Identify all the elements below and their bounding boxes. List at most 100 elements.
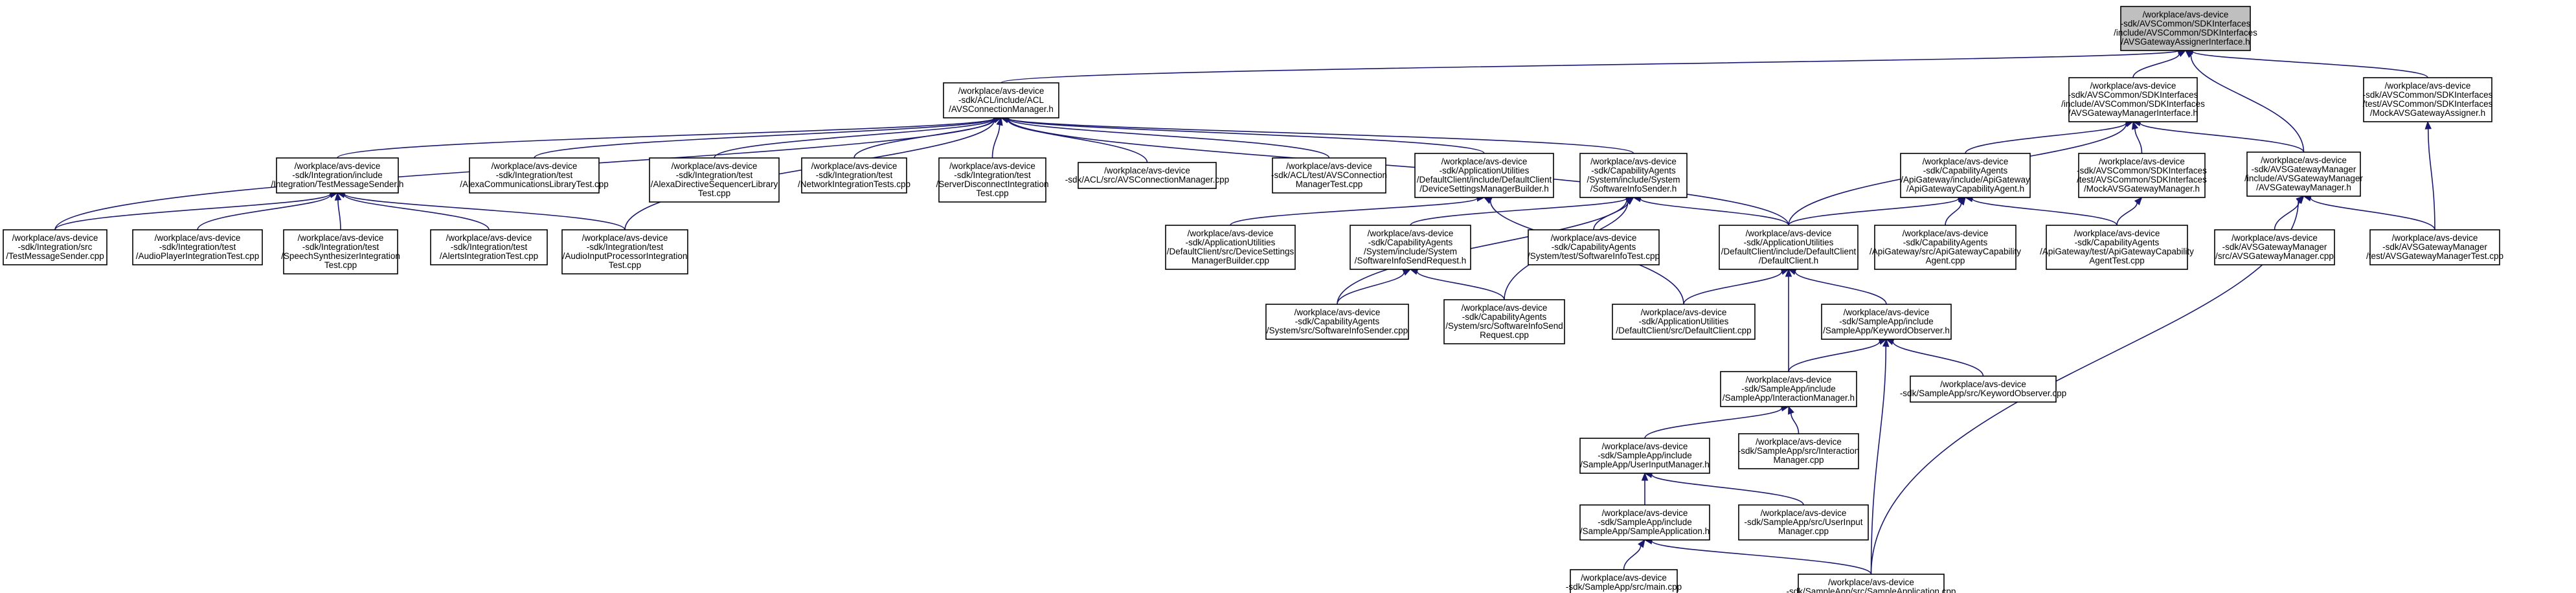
file-node-label-line: /workplace/avs-device [949, 161, 1035, 171]
edge-arrowhead [1641, 472, 1649, 481]
file-node-intmgrcpp[interactable]: /workplace/avs-device-sdk/SampleApp/src/… [1738, 433, 1860, 469]
file-node-swistest[interactable]: /workplace/avs-device-sdk/CapabilityAgen… [1528, 229, 1660, 265]
file-node-mockassigner[interactable]: /workplace/avs-device-sdk/AVSCommon/SDKI… [2363, 77, 2493, 122]
file-node-maincpp[interactable]: /workplace/avs-device-sdk/SampleApp/src/… [1566, 569, 1682, 593]
file-node-box[interactable] [1720, 371, 1857, 407]
edge-line [534, 118, 995, 159]
file-node-dccpp[interactable]: /workplace/avs-device-sdk/ApplicationUti… [1612, 304, 1756, 340]
file-node-tmscpp[interactable]: /workplace/avs-device-sdk/Integration/sr… [3, 229, 107, 265]
file-node-box[interactable] [1443, 299, 1565, 344]
file-node-alexacomm[interactable]: /workplace/avs-device-sdk/Integration/te… [460, 157, 609, 194]
file-node-label-line: /workplace/avs-device [1923, 157, 2009, 166]
file-node-root[interactable]: /workplace/avs-device-sdk/AVSCommon/SDKI… [2114, 6, 2257, 51]
file-node-label-line: /ServerDisconnectIntegration [936, 179, 1048, 189]
file-node-box[interactable] [1579, 153, 1688, 198]
file-node-dch[interactable]: /workplace/avs-device-sdk/ApplicationUti… [1719, 225, 1859, 270]
edges-layer [54, 47, 2435, 575]
file-node-gwmgrcpp[interactable]: /workplace/avs-device-sdk/AVSGatewayMana… [2214, 229, 2335, 265]
file-node-box[interactable] [1528, 229, 1660, 265]
file-node-aipit[interactable]: /workplace/avs-device-sdk/Integration/te… [561, 229, 688, 274]
file-node-apigwcpp[interactable]: /workplace/avs-device-sdk/CapabilityAgen… [1870, 225, 2021, 270]
file-node-sah[interactable]: /workplace/avs-device-sdk/SampleApp/incl… [1579, 504, 1710, 541]
file-node-apit[interactable]: /workplace/avs-device-sdk/Integration/te… [132, 229, 263, 265]
file-node-box[interactable] [283, 229, 398, 274]
file-node-aclcpp[interactable]: /workplace/avs-device-sdk/ACL/src/AVSCon… [1065, 162, 1229, 189]
file-node-netint[interactable]: /workplace/avs-device-sdk/Integration/te… [798, 157, 910, 194]
file-node-box[interactable] [430, 229, 548, 265]
file-node-gwmgrtest[interactable]: /workplace/avs-device-sdk/AVSGatewayMana… [2366, 229, 2503, 265]
file-node-box[interactable] [2078, 153, 2206, 198]
file-node-acl[interactable]: /workplace/avs-device-sdk/ACL/include/AC… [943, 82, 1059, 118]
file-node-acltest[interactable]: /workplace/avs-device-sdk/ACL/test/AVSCo… [1271, 157, 1387, 194]
file-node-ssit[interactable]: /workplace/avs-device-sdk/Integration/te… [281, 229, 400, 274]
file-node-swis[interactable]: /workplace/avs-device-sdk/CapabilityAgen… [1579, 153, 1688, 198]
file-node-box[interactable] [649, 157, 780, 203]
file-node-box[interactable] [1612, 304, 1756, 340]
file-node-alerts[interactable]: /workplace/avs-device-sdk/Integration/te… [430, 229, 548, 265]
file-node-box[interactable] [1078, 162, 1217, 189]
file-node-label-line: /MockAVSGatewayAssigner.h [2370, 108, 2485, 118]
file-node-label-line: Agent.cpp [1926, 256, 1965, 265]
file-node-box[interactable] [1579, 504, 1710, 541]
file-node-box[interactable] [1350, 225, 1471, 270]
file-node-box[interactable] [2369, 229, 2500, 265]
file-node-box[interactable] [1570, 569, 1678, 593]
file-node-label-line: /workplace/avs-device [1761, 508, 1847, 518]
file-node-box[interactable] [1900, 153, 2031, 198]
file-node-dsmbcpp[interactable]: /workplace/avs-device-sdk/ApplicationUti… [1165, 225, 1296, 270]
file-node-box[interactable] [561, 229, 688, 274]
file-node-box[interactable] [1579, 438, 1710, 474]
file-node-kwobs[interactable]: /workplace/avs-device-sdk/SampleApp/incl… [1821, 304, 1952, 340]
file-node-box[interactable] [1910, 375, 2057, 403]
file-node-box[interactable] [2214, 229, 2335, 265]
file-node-box[interactable] [2120, 6, 2251, 51]
file-node-box[interactable] [1798, 574, 1945, 593]
file-node-box[interactable] [3, 229, 107, 265]
file-node-swisreqcpp[interactable]: /workplace/avs-device-sdk/CapabilityAgen… [1443, 299, 1565, 344]
file-node-mockgwmgr[interactable]: /workplace/avs-device-sdk/AVSCommon/SDKI… [2077, 153, 2207, 198]
file-node-box[interactable] [2068, 77, 2198, 122]
file-node-kwobscpp[interactable]: /workplace/avs-device-sdk/SampleApp/src/… [1900, 375, 2066, 403]
file-node-box[interactable] [1165, 225, 1296, 270]
file-node-box[interactable] [2046, 225, 2188, 270]
file-node-box[interactable] [469, 157, 600, 194]
file-node-swiscpp[interactable]: /workplace/avs-device-sdk/CapabilityAgen… [1265, 304, 1409, 340]
file-node-apigw[interactable]: /workplace/avs-device-sdk/CapabilityAgen… [1900, 153, 2031, 198]
file-node-label-line: /ApiGateway/src/ApiGatewayCapability [1870, 247, 2021, 256]
file-node-tms[interactable]: /workplace/avs-device-sdk/Integration/in… [271, 157, 404, 194]
file-node-apigwtest[interactable]: /workplace/avs-device-sdk/CapabilityAgen… [2040, 225, 2194, 270]
file-node-uimh[interactable]: /workplace/avs-device-sdk/SampleApp/incl… [1579, 438, 1710, 474]
file-node-box[interactable] [276, 157, 399, 194]
file-node-gwmgr[interactable]: /workplace/avs-device-sdk/AVSGatewayMana… [2244, 151, 2363, 197]
edge-line [2192, 50, 2428, 78]
file-node-label-line: /ApiGatewayCapabilityAgent.h [1906, 184, 2024, 194]
file-node-gwmgrif[interactable]: /workplace/avs-device-sdk/AVSCommon/SDKI… [2061, 77, 2205, 122]
file-node-label-line: -sdk/SampleApp/src/SampleApplication.cpp [1787, 587, 1956, 593]
file-node-label-line: /workplace/avs-device [1368, 229, 1454, 238]
file-node-box[interactable] [1821, 304, 1952, 340]
file-node-box[interactable] [943, 82, 1059, 118]
file-node-label-line: /workplace/avs-device [811, 161, 898, 171]
file-node-box[interactable] [2246, 151, 2361, 197]
file-node-label-line: -sdk/AVSCommon/SDKInterfaces [2121, 19, 2251, 28]
file-node-box[interactable] [1874, 225, 2017, 270]
file-node-srvdisc[interactable]: /workplace/avs-device-sdk/Integration/te… [936, 157, 1049, 203]
file-node-box[interactable] [1719, 225, 1859, 270]
file-node-box[interactable] [1738, 433, 1859, 469]
file-node-dcsmb[interactable]: /workplace/avs-device-sdk/ApplicationUti… [1414, 153, 1554, 198]
file-node-box[interactable] [1272, 157, 1386, 194]
file-node-intmgr[interactable]: /workplace/avs-device-sdk/SampleApp/incl… [1720, 371, 1857, 407]
file-node-box[interactable] [1265, 304, 1409, 340]
edge-line [2140, 122, 2305, 153]
file-node-box[interactable] [801, 157, 907, 194]
file-node-box[interactable] [938, 157, 1046, 203]
file-node-box[interactable] [132, 229, 263, 265]
file-node-box[interactable] [1738, 504, 1869, 541]
file-node-adsl[interactable]: /workplace/avs-device-sdk/Integration/te… [649, 157, 780, 203]
file-node-sacpp[interactable]: /workplace/avs-device-sdk/SampleApp/src/… [1787, 574, 1956, 593]
file-node-swisreq[interactable]: /workplace/avs-device-sdk/CapabilityAgen… [1350, 225, 1471, 270]
file-node-uimcpp[interactable]: /workplace/avs-device-sdk/SampleApp/src/… [1738, 504, 1869, 541]
file-node-box[interactable] [1414, 153, 1554, 198]
file-node-box[interactable] [2363, 77, 2492, 122]
